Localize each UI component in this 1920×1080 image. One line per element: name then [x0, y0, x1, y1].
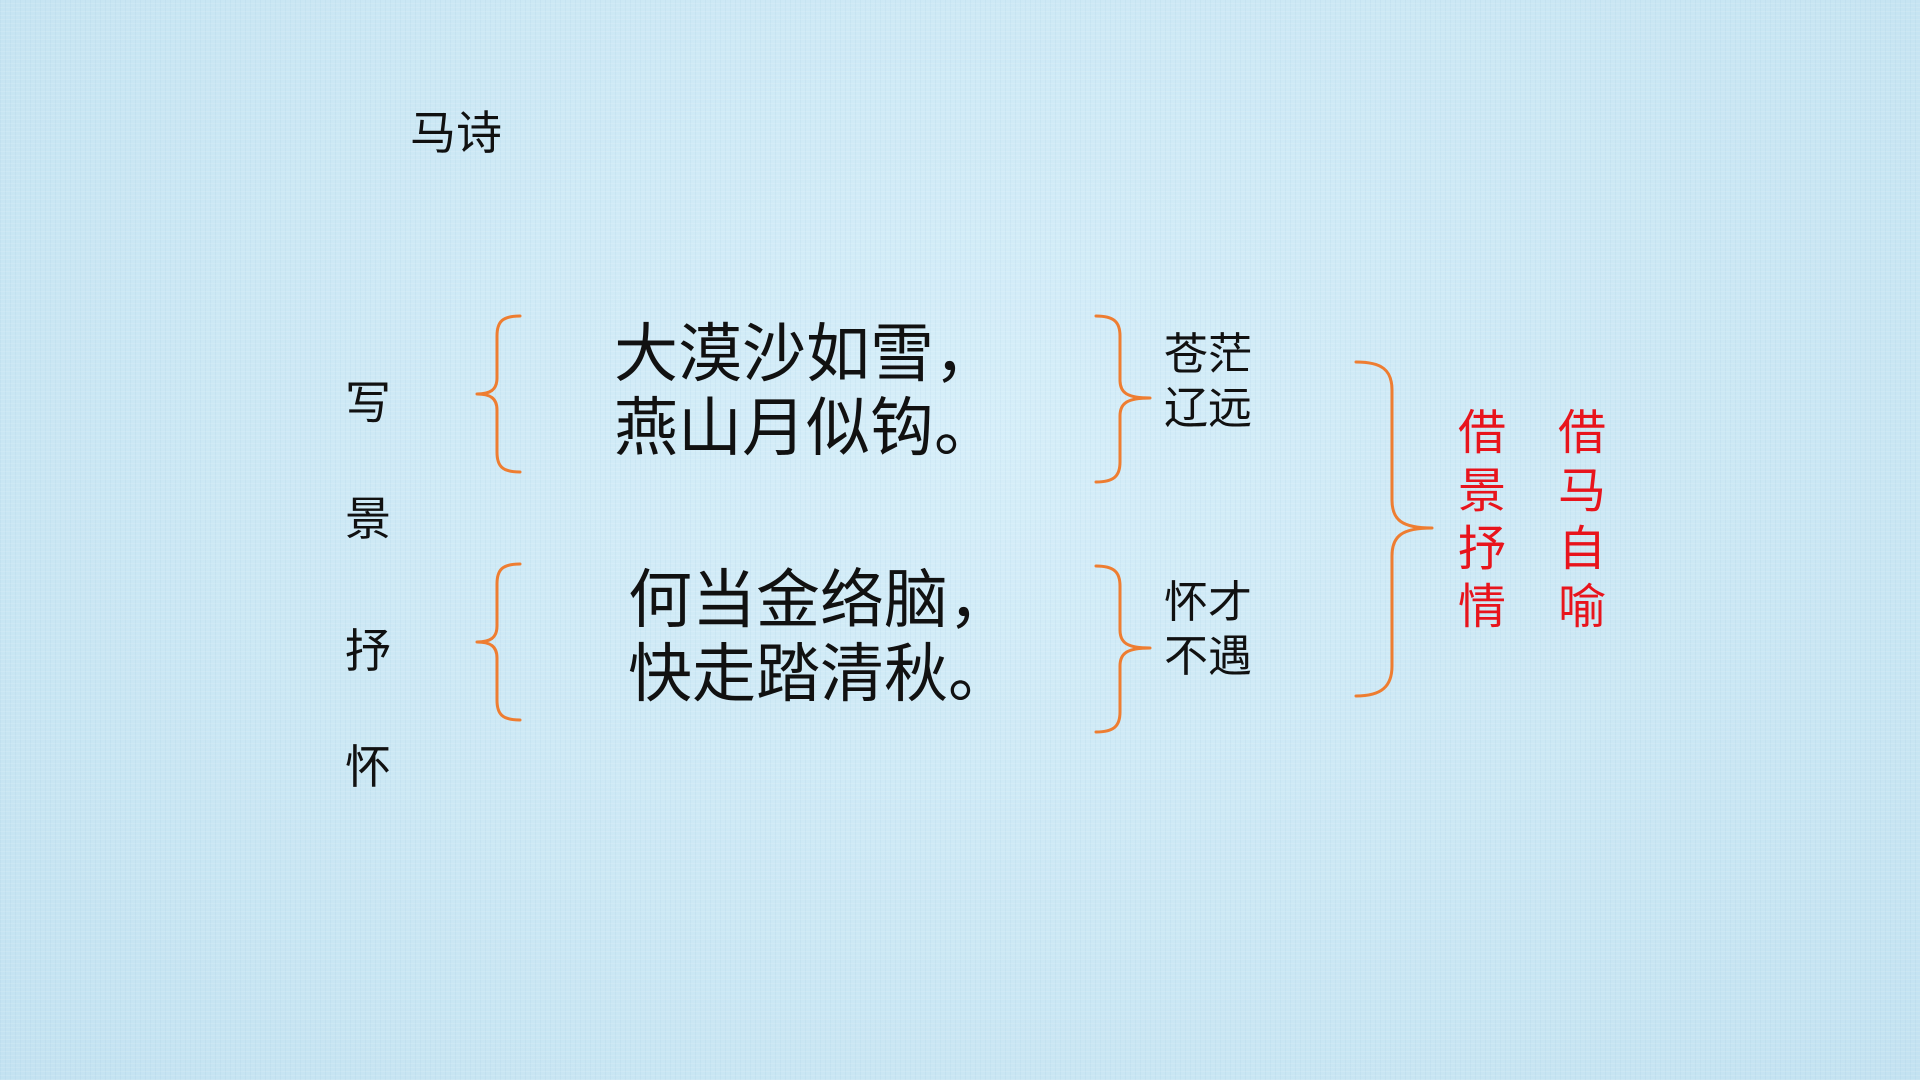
summary-brace: [1354, 360, 1434, 698]
poem-line: 何当金络脑，: [628, 564, 1012, 638]
left-brace-section-2: [475, 562, 522, 722]
poem-stanza-2: 何当金络脑， 快走踏清秋。: [628, 564, 1012, 712]
side-label-emotion: 抒 怀: [338, 564, 398, 854]
summary-scene-to-emotion: 借 景 抒 情: [1452, 404, 1512, 636]
summary-char: 借: [1457, 405, 1506, 461]
summary-char: 借: [1557, 405, 1606, 461]
note-emotion: 怀才 不遇: [1164, 576, 1252, 684]
poem-line: 燕山月似钩。: [614, 392, 998, 466]
summary-char: 景: [1457, 463, 1506, 519]
poem-line: 快走踏清秋。: [628, 638, 1012, 712]
note-scenery: 苍茫 辽远: [1164, 328, 1252, 436]
poem-line: 大漠沙如雪，: [614, 318, 998, 392]
summary-char: 抒: [1457, 521, 1506, 577]
right-brace-section-1: [1094, 314, 1152, 484]
right-brace-section-2: [1094, 564, 1152, 734]
note-line: 不遇: [1164, 631, 1252, 682]
note-line: 怀才: [1164, 577, 1252, 628]
poem-stanza-1: 大漠沙如雪， 燕山月似钩。: [614, 318, 998, 466]
note-line: 苍茫: [1164, 329, 1252, 380]
summary-char: 情: [1457, 579, 1506, 635]
side-label-char: 怀: [345, 740, 391, 794]
summary-char: 马: [1557, 463, 1606, 519]
side-label-scenery: 写 景: [338, 316, 398, 606]
slide-title: 马诗: [410, 106, 502, 160]
summary-horse-metaphor: 借 马 自 喻: [1552, 404, 1612, 636]
side-label-char: 抒: [345, 624, 391, 678]
side-label-char: 景: [345, 492, 391, 546]
left-brace-section-1: [475, 314, 522, 474]
note-line: 辽远: [1164, 383, 1252, 434]
summary-char: 喻: [1557, 579, 1606, 635]
side-label-char: 写: [345, 376, 391, 430]
summary-char: 自: [1557, 521, 1606, 577]
